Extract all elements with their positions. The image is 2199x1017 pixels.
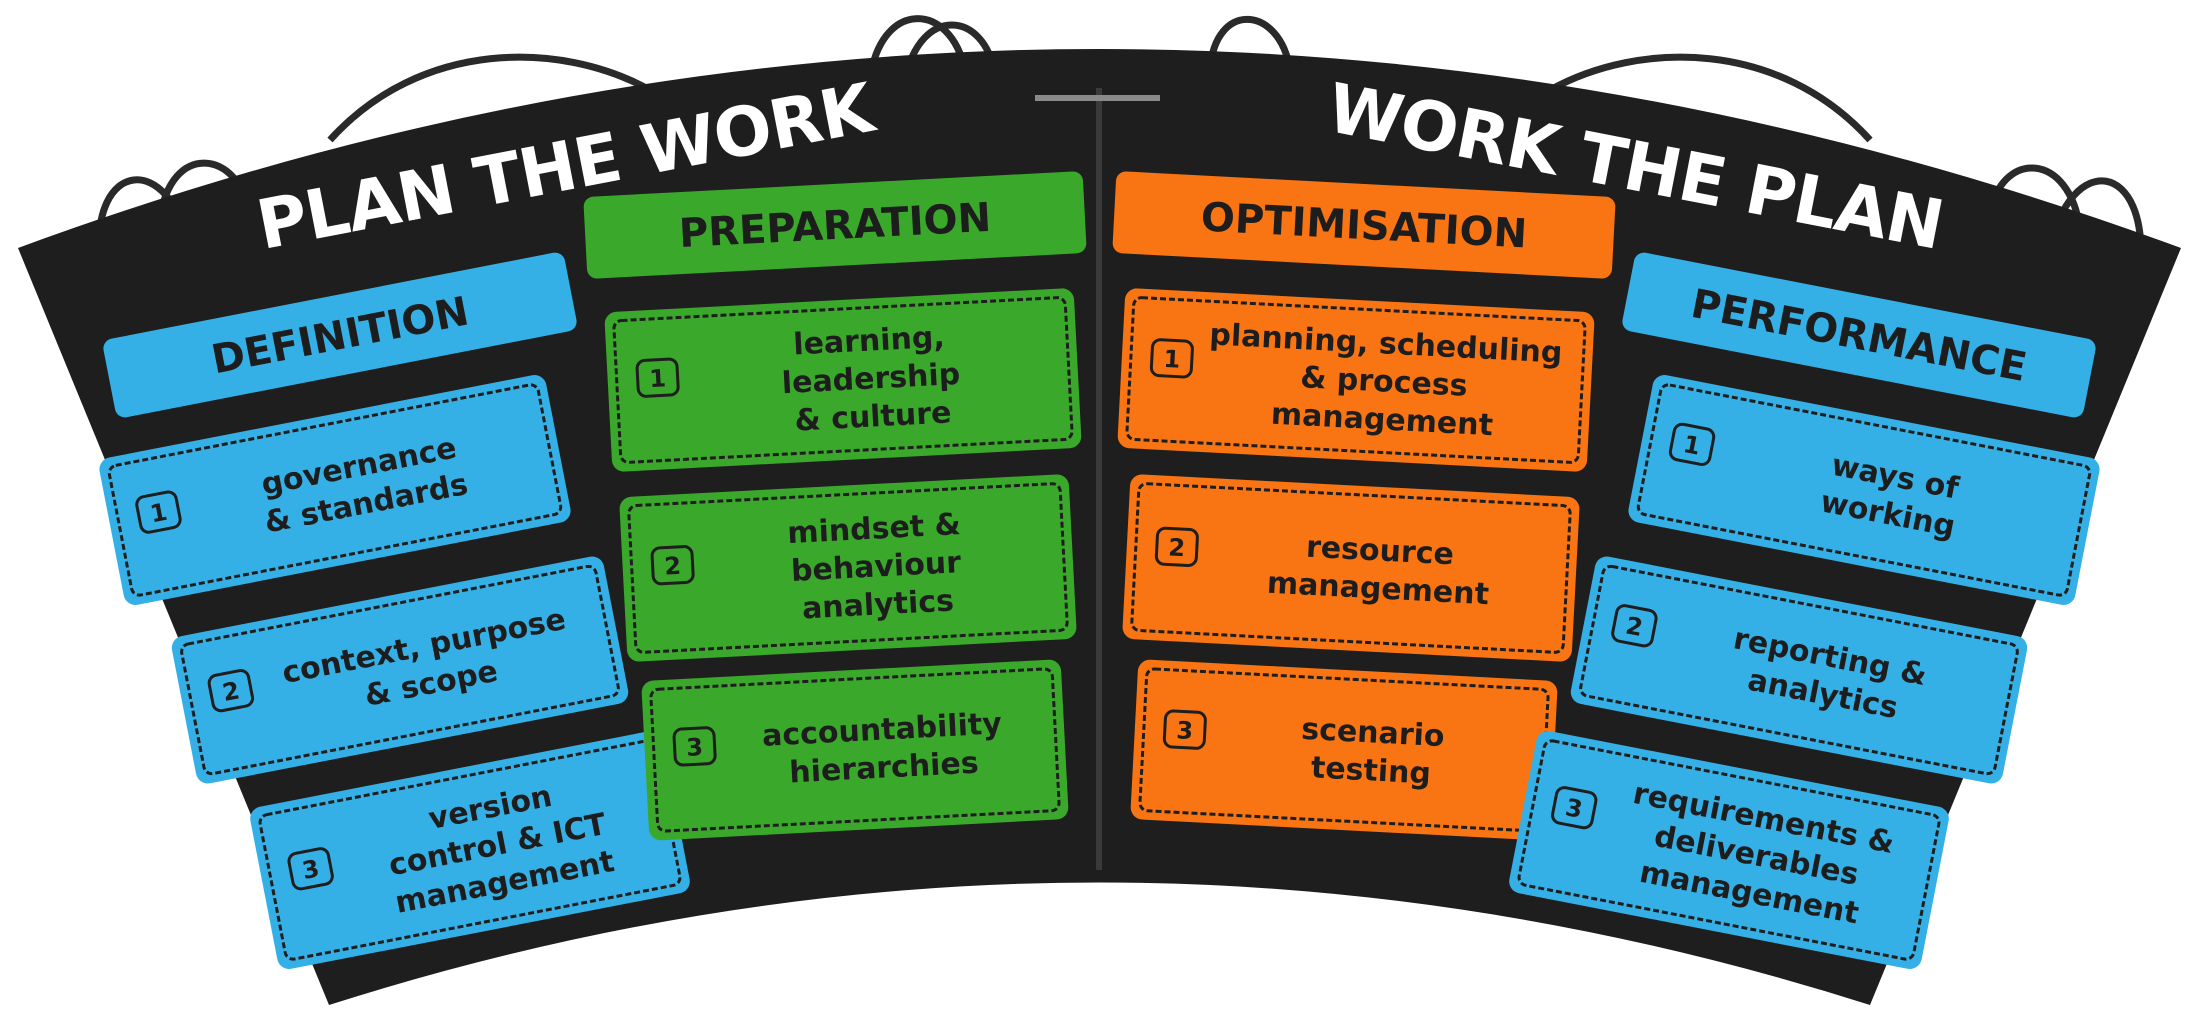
item-label: learning,leadership& culture: [779, 319, 963, 439]
number-badge: [1162, 709, 1207, 750]
item-number: 2: [1623, 611, 1645, 642]
item-number: 1: [649, 364, 667, 393]
item-label: scenariotesting: [1298, 712, 1445, 792]
item-number: 2: [220, 676, 242, 707]
card-bg: [1509, 731, 1949, 969]
column-header-preparation: PREPARATION: [583, 171, 1087, 279]
header-bar: [1112, 171, 1616, 279]
card-border: [180, 564, 620, 776]
card-border: [627, 482, 1069, 654]
item-number: 1: [1681, 430, 1703, 461]
ring-icon: [1206, 15, 1294, 71]
card-bg: [1570, 556, 2028, 784]
ring-icon: [1548, 53, 1873, 143]
item-label: mindset &behaviouranalytics: [786, 507, 965, 627]
column-header-optimisation: OPTIMISATION: [1112, 171, 1616, 279]
ring-icon: [866, 15, 969, 81]
item-number: 2: [1168, 533, 1186, 562]
card-border: [1636, 383, 2092, 597]
number-badge: [672, 726, 717, 767]
card-bg: [1130, 659, 1558, 841]
number-badge: [207, 669, 255, 713]
number-badge: [287, 847, 334, 891]
card-bg: [604, 288, 1082, 472]
number-badge: [135, 490, 182, 534]
column-preparation: PREPARATION 1 learning,leadership& culture…: [583, 171, 1087, 841]
number-badge: [1551, 786, 1598, 830]
number-badge: [1149, 338, 1194, 379]
card-border: [107, 383, 563, 597]
card-bg: [171, 556, 629, 784]
card-bg: [1117, 288, 1595, 472]
card-border: [612, 296, 1074, 464]
header-bar: [1622, 252, 2096, 418]
card-bg: [1122, 474, 1580, 662]
card-preparation-2: 2 mindset &behaviouranalytics: [619, 474, 1077, 662]
item-number: 1: [148, 498, 170, 529]
number-badge: [650, 545, 695, 586]
item-number: 3: [1563, 793, 1585, 824]
card-bg: [619, 474, 1077, 662]
number-badge: [1668, 422, 1716, 466]
item-number: 3: [1176, 716, 1194, 745]
card-border: [1579, 564, 2019, 776]
card-border: [1130, 482, 1572, 654]
card-definition-3: 3 versioncontrol & ICTmanagement: [250, 731, 690, 969]
item-label: versioncontrol & ICTmanagement: [378, 769, 617, 920]
item-number: 2: [664, 552, 682, 581]
card-border: [1125, 296, 1587, 464]
item-number: 1: [1163, 345, 1181, 374]
card-bg: [250, 731, 690, 969]
column-header-definition: DEFINITION: [103, 252, 577, 418]
header-bar: [103, 252, 577, 418]
item-number: 3: [300, 854, 322, 885]
binder-rings: [95, 15, 2145, 271]
number-badge: [635, 357, 680, 398]
card-bg: [641, 659, 1069, 841]
card-bg: [99, 375, 571, 605]
card-preparation-1: 1 learning,leadership& culture: [604, 288, 1082, 472]
card-border: [649, 667, 1061, 833]
card-optimisation-3: 3 scenariotesting: [1130, 659, 1558, 841]
header-bar: [583, 171, 1087, 279]
item-number: 3: [686, 733, 704, 762]
card-border: [1517, 739, 1941, 961]
number-badge: [1154, 526, 1199, 567]
card-bg: [1628, 375, 2100, 605]
ring-icon: [327, 53, 652, 143]
number-badge: [1611, 604, 1658, 648]
